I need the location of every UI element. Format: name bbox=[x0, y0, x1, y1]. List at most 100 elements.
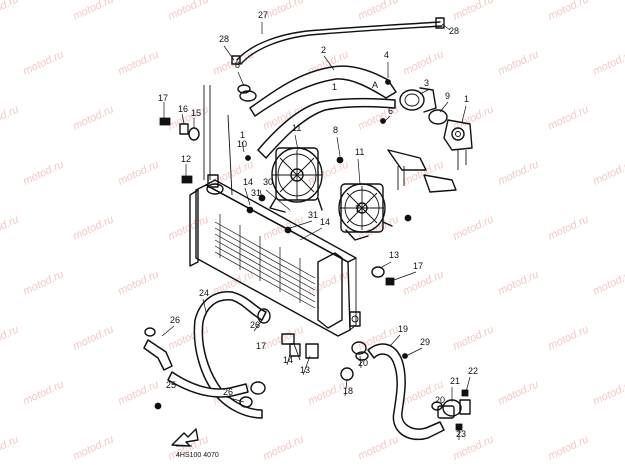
callout-label: 11 bbox=[292, 123, 301, 133]
watermark-text: motod.ru bbox=[356, 433, 400, 462]
callout-label: 18 bbox=[343, 386, 353, 396]
overflow-hose-top bbox=[231, 17, 445, 65]
callout-label: 1 bbox=[332, 82, 337, 92]
watermark-text: motod.ru bbox=[496, 268, 540, 297]
callout-label: 29 bbox=[420, 337, 430, 347]
callout-label: 11 bbox=[355, 147, 364, 157]
callout-label: 17 bbox=[256, 341, 266, 351]
watermark-text: motod.ru bbox=[451, 213, 495, 242]
engine-bracket-parts bbox=[380, 79, 457, 193]
callout-label: 28 bbox=[219, 34, 229, 44]
lower-hose-left bbox=[193, 291, 271, 419]
watermark-text: motod.ru bbox=[0, 433, 21, 462]
diagram-code: 4HS100 4070 bbox=[176, 452, 219, 459]
callout-label: 8 bbox=[333, 125, 338, 135]
callout-label: 4 bbox=[384, 50, 389, 60]
watermark-text: motod.ru bbox=[166, 213, 210, 242]
watermark-text: motod.ru bbox=[0, 213, 21, 242]
callout-label: 1 bbox=[464, 94, 469, 104]
callout-label: 28 bbox=[449, 26, 459, 36]
callout-label: 10 bbox=[237, 139, 247, 149]
callout-label: 14 bbox=[283, 355, 293, 365]
front-arrow-icon bbox=[171, 428, 199, 447]
callout-label: 6 bbox=[388, 106, 393, 116]
callout-label: 26 bbox=[223, 387, 233, 397]
callout-label: 15 bbox=[191, 108, 201, 118]
callout-label: 2 bbox=[321, 45, 326, 55]
callout-label: 19 bbox=[398, 324, 408, 334]
callout-label: 30 bbox=[263, 177, 273, 187]
callout-label: 13 bbox=[389, 250, 399, 260]
watermark-text: motod.ru bbox=[451, 323, 495, 352]
watermark-text: motod.ru bbox=[71, 0, 115, 23]
lower-hose-right bbox=[351, 341, 471, 441]
watermark-text: motod.ru bbox=[356, 213, 400, 242]
callout-label: 14 bbox=[320, 217, 330, 227]
watermark-text: motod.ru bbox=[21, 378, 65, 407]
watermark-text: motod.ru bbox=[116, 378, 160, 407]
watermark-text: motod.ru bbox=[0, 103, 21, 132]
watermark-text: motod.ru bbox=[211, 48, 255, 77]
callout-label: 12 bbox=[181, 154, 191, 164]
watermark-text: motod.ru bbox=[591, 158, 625, 187]
radiator bbox=[189, 174, 361, 337]
watermark-text: motod.ru bbox=[546, 433, 590, 462]
callout-label: 22 bbox=[468, 366, 478, 376]
left-fasteners bbox=[159, 85, 233, 196]
callout-label: 14 bbox=[243, 177, 253, 187]
callout-label: 20 bbox=[358, 358, 368, 368]
callout-label: 27 bbox=[258, 10, 268, 20]
callout-label: 8 bbox=[235, 60, 240, 70]
callout-label: 3 bbox=[424, 78, 429, 88]
lower-small-hose bbox=[143, 327, 249, 398]
callout-label: 13 bbox=[300, 365, 310, 375]
watermark-text: motod.ru bbox=[546, 323, 590, 352]
watermark-text: motod.ru bbox=[0, 323, 21, 352]
watermark-text: motod.ru bbox=[71, 323, 115, 352]
callout-label: 26 bbox=[250, 320, 260, 330]
watermark-text: motod.ru bbox=[116, 48, 160, 77]
watermark-text: motod.ru bbox=[116, 158, 160, 187]
callout-label: 25 bbox=[166, 380, 176, 390]
watermark-text: motod.ru bbox=[261, 323, 305, 352]
watermark-text: motod.ru bbox=[591, 378, 625, 407]
callout-label: 31 bbox=[308, 210, 318, 220]
callout-label: 1 bbox=[240, 130, 245, 140]
cooling-fan-right bbox=[338, 183, 393, 241]
watermark-text: motod.ru bbox=[261, 433, 305, 462]
callout-label: 26 bbox=[170, 315, 180, 325]
watermark-text: motod.ru bbox=[0, 0, 21, 23]
callout-label: 24 bbox=[199, 288, 209, 298]
callout-label: 16 bbox=[178, 104, 188, 114]
watermark-text: motod.ru bbox=[401, 48, 445, 77]
cooling-fan-left bbox=[269, 147, 323, 213]
watermark-text: motod.ru bbox=[21, 158, 65, 187]
watermark-text: motod.ru bbox=[496, 378, 540, 407]
callout-label: 21 bbox=[450, 376, 460, 386]
callout-leaders bbox=[161, 22, 471, 440]
callout-label: 20 bbox=[435, 395, 445, 405]
callout-label: 23 bbox=[456, 429, 466, 439]
center-fasteners bbox=[245, 155, 412, 286]
callout-label: 17 bbox=[413, 261, 423, 271]
callout-label: 9 bbox=[445, 91, 450, 101]
watermark-text: motod.ru bbox=[591, 268, 625, 297]
watermark-text: motod.ru bbox=[116, 268, 160, 297]
callout-label: 31 bbox=[251, 188, 261, 198]
watermark-text: motod.ru bbox=[546, 0, 590, 23]
watermark-text: motod.ru bbox=[401, 158, 445, 187]
upper-hose bbox=[237, 65, 397, 159]
watermark-text: motod.ru bbox=[591, 48, 625, 77]
watermark-text: motod.ru bbox=[71, 103, 115, 132]
watermark-text: motod.ru bbox=[451, 0, 495, 23]
watermark-text: motod.ru bbox=[546, 213, 590, 242]
watermark-text: motod.ru bbox=[21, 268, 65, 297]
watermark-text: motod.ru bbox=[496, 48, 540, 77]
watermark-text: motod.ru bbox=[496, 158, 540, 187]
callout-label: 17 bbox=[158, 93, 168, 103]
callout-label: 7 bbox=[355, 204, 360, 214]
watermark-text: motod.ru bbox=[401, 268, 445, 297]
